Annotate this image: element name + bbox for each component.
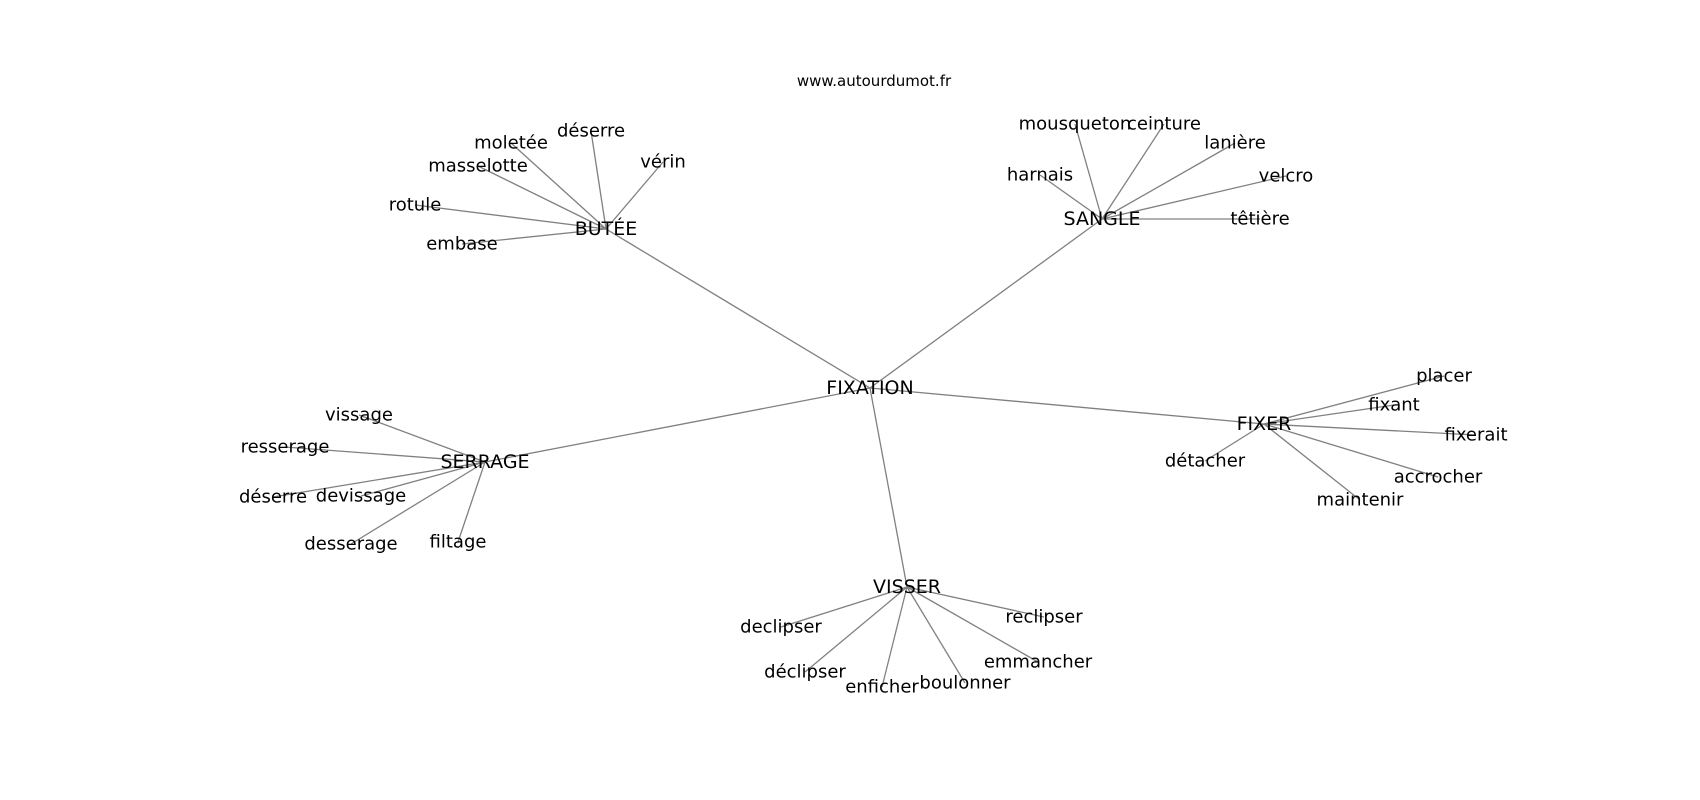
edge-center-fixer [869,387,1265,425]
edge-sangle-leaf [1101,175,1287,220]
hub-node-fixer[interactable]: FIXER [1237,413,1292,435]
leaf-node-fixer[interactable]: maintenir [1317,490,1405,511]
edge-visser-leaf [780,586,908,628]
leaf-node-butee[interactable]: masselotte [428,156,528,177]
hub-node-serrage[interactable]: SERRAGE [440,451,529,473]
leaf-node-serrage[interactable]: resserage [241,437,330,458]
leaf-node-serrage[interactable]: desserage [304,534,397,555]
edge-serrage-leaf [272,461,486,498]
leaf-node-butee[interactable]: vérin [640,152,686,173]
edge-fixer-leaf [1204,423,1265,462]
edge-fixer-leaf [1263,423,1361,501]
leaf-node-serrage[interactable]: vissage [325,405,393,426]
edge-butee-leaf [414,204,607,230]
leaf-node-fixer[interactable]: fixerait [1445,425,1508,446]
edge-center-butee [605,228,871,389]
edge-butee-leaf [510,142,607,230]
edge-visser-leaf [881,586,908,688]
edge-sangle-leaf [1101,142,1236,220]
leaf-node-serrage[interactable]: devissage [316,486,406,507]
leaf-node-visser[interactable]: enficher [845,677,919,698]
hub-node-visser[interactable]: VISSER [873,576,941,598]
edge-serrage-leaf [358,414,486,463]
edge-serrage-leaf [360,461,486,497]
leaf-node-sangle[interactable]: harnais [1007,165,1073,186]
edge-visser-leaf [906,586,966,684]
leaf-node-visser[interactable]: boulonner [919,673,1011,694]
leaf-node-visser[interactable]: reclipser [1005,607,1083,628]
leaf-node-butee[interactable]: déserre [557,121,625,142]
leaf-node-sangle[interactable]: têtière [1230,209,1289,230]
edge-center-serrage [484,387,871,463]
leaf-node-visser[interactable]: déclipser [764,662,846,683]
edge-visser-leaf [906,586,1039,663]
edge-serrage-leaf [457,461,486,543]
leaf-node-sangle[interactable]: lanière [1204,133,1266,154]
edge-butee-leaf [461,228,607,245]
edge-sangle-leaf [1074,123,1103,220]
graph-edges [272,123,1477,688]
edge-serrage-leaf [284,446,486,463]
leaf-node-sangle[interactable]: velcro [1259,166,1314,187]
leaf-node-butee[interactable]: rotule [389,195,442,216]
edge-butee-leaf [477,165,607,230]
leaf-node-fixer[interactable]: fixant [1368,395,1420,416]
hub-node-butee[interactable]: BUTÉE [575,217,638,240]
leaf-node-fixer[interactable]: placer [1416,366,1472,387]
edge-center-sangle [869,218,1103,389]
edge-serrage-leaf [350,461,486,545]
leaf-node-visser[interactable]: emmancher [984,652,1093,673]
edge-sangle-leaf [1101,123,1165,220]
leaf-node-fixer[interactable]: détacher [1165,451,1246,472]
edge-visser-leaf [906,586,1045,618]
edge-fixer-leaf [1263,423,1439,478]
center-node-label[interactable]: FIXATION [826,377,913,399]
graph-labels: FIXATION BUTÉE vérin déserre moletéemasselot… [239,114,1508,698]
edge-fixer-leaf [1263,375,1445,425]
leaf-node-fixer[interactable]: accrocher [1394,467,1483,488]
edge-butee-leaf [605,161,664,230]
leaf-node-butee[interactable]: embase [426,234,498,255]
edge-fixer-leaf [1263,423,1477,436]
edge-center-visser [869,387,908,588]
leaf-node-serrage[interactable]: déserre [239,487,307,508]
edge-visser-leaf [804,586,908,673]
site-title[interactable]: www.autourdumot.fr [796,72,952,90]
hub-node-sangle[interactable]: SANGLE [1064,208,1141,230]
leaf-node-visser[interactable]: declipser [740,617,822,638]
edge-sangle-leaf [1039,174,1103,220]
leaf-node-serrage[interactable]: filtage [430,532,487,553]
leaf-node-sangle[interactable]: mousqueton [1019,114,1132,135]
edge-butee-leaf [590,130,607,230]
leaf-node-sangle[interactable]: ceinture [1127,114,1201,135]
leaf-node-butee[interactable]: moletée [474,133,548,154]
edge-fixer-leaf [1263,404,1395,425]
